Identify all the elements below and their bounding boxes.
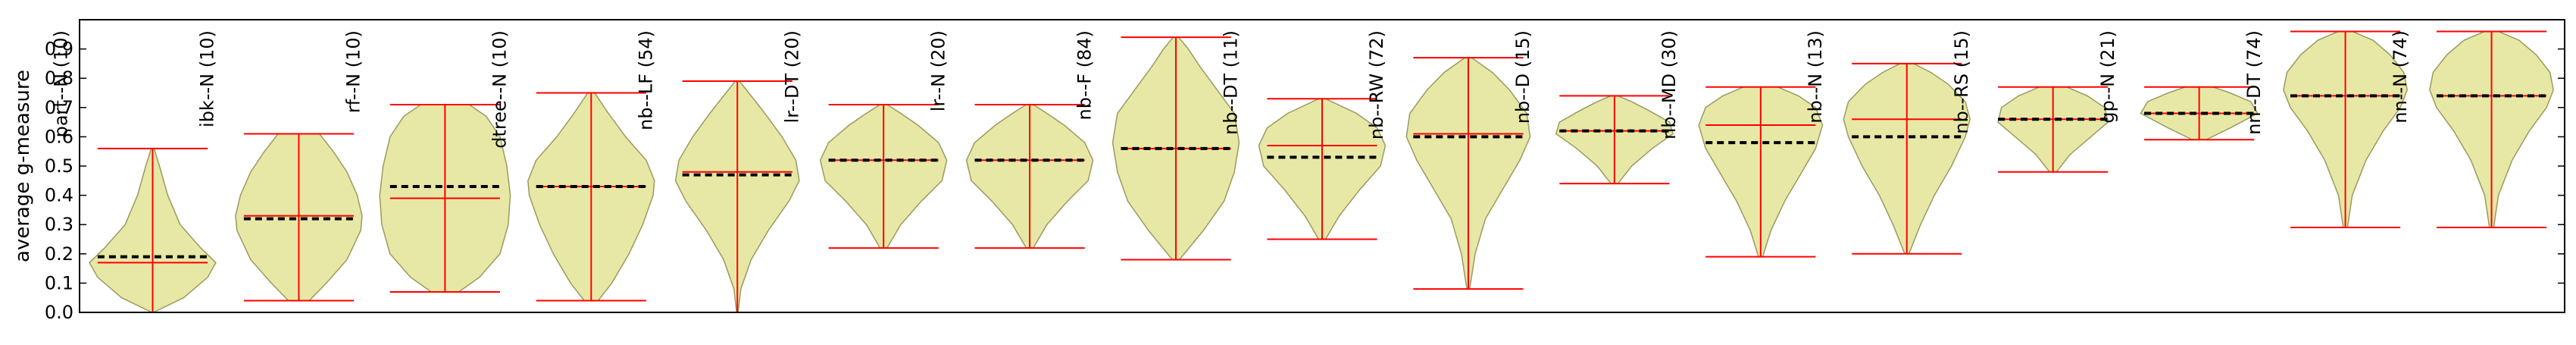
violin-6: [819, 103, 948, 249]
violin-3: [379, 103, 511, 293]
plot-frame: [79, 19, 2565, 313]
category-label: nb--F (84): [1074, 30, 1095, 120]
violin-14: [1997, 86, 2109, 173]
y-tick-label: 0.2: [45, 243, 73, 265]
category-label: nb--MD (30): [1658, 30, 1680, 140]
category-label: nb--RW (72): [1366, 30, 1387, 140]
category-label: nn--N (74): [2390, 30, 2411, 124]
category-label: nn--DT (74): [2243, 30, 2265, 135]
category-label: nb--LF (54): [636, 30, 657, 130]
violin-5: [674, 80, 800, 313]
category-label-group: part--N (10) ibk--N (10) rf--N (10) dtree--…: [51, 30, 2411, 149]
category-label: rf--N (10): [343, 30, 364, 113]
violin-7: [965, 103, 1094, 249]
violin-11: [1555, 95, 1674, 185]
y-tick-label: 0.6: [45, 126, 73, 147]
violin-9: [1258, 98, 1386, 240]
y-tick-label: 0.3: [45, 214, 73, 235]
violin-17: [2429, 30, 2554, 229]
violin-10: [1405, 57, 1531, 290]
category-label: lr--DT (20): [781, 30, 802, 123]
y-axis: 0.0 0.1 0.2 0.3 0.4 0.5 0.6 0.7 0.8 0.9: [45, 39, 2565, 323]
violin-13: [1843, 62, 1971, 255]
y-tick-label: 0.1: [45, 272, 73, 293]
category-label: nb--D (15): [1512, 30, 1533, 124]
y-tick-label: 0.5: [45, 155, 73, 177]
violin-1: [89, 147, 217, 313]
violin-8: [1111, 36, 1240, 261]
y-axis-label: average g-measure: [11, 70, 34, 262]
y-tick-label: 0.9: [45, 39, 73, 60]
violin-2: [235, 133, 363, 302]
category-label: nb--DT (11): [1220, 30, 1241, 135]
violin-15: [2140, 86, 2259, 141]
y-tick-label: 0.8: [45, 67, 73, 89]
violin-4: [527, 92, 655, 302]
category-label: part--N (10): [51, 30, 72, 137]
category-label: dtree--N (10): [489, 30, 511, 149]
category-label: lr--N (20): [927, 30, 949, 111]
y-tick-label: 0.0: [45, 302, 73, 323]
violin-group: [89, 30, 2554, 313]
category-label: nb--RS (15): [1951, 30, 1972, 134]
y-tick-label: 0.7: [45, 97, 73, 118]
y-tick-label: 0.4: [45, 185, 73, 206]
category-label: gp--N (21): [2097, 30, 2118, 124]
category-label: ibk--N (10): [197, 30, 218, 127]
violin-12: [1698, 86, 1824, 258]
category-label: nb--N (13): [1805, 30, 1826, 124]
violin-16: [2283, 30, 2408, 229]
